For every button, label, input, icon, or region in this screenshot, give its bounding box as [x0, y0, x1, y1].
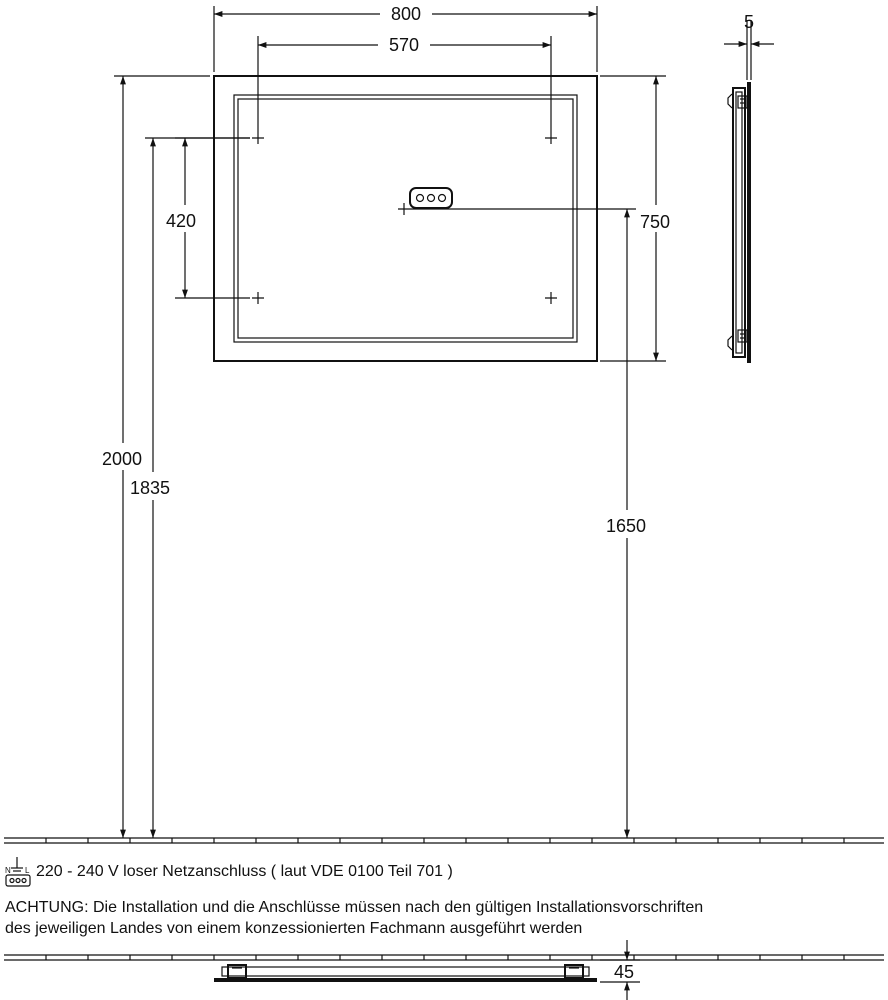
- dim-label-800: 800: [391, 4, 421, 24]
- warning-line-1: ACHTUNG: Die Installation und die Anschl…: [5, 899, 704, 916]
- dim-label-2000: 2000: [102, 449, 142, 469]
- dim-label-45: 45: [614, 962, 634, 982]
- warning-line-2: des jeweiligen Landes von einem konzessi…: [5, 920, 583, 937]
- dim-height-1835: 1835: [130, 137, 250, 838]
- dim-height-1650: 1650: [410, 208, 646, 838]
- connection-note: 220 - 240 V loser Netzanschluss ( laut V…: [36, 863, 453, 880]
- floor-line: [4, 837, 884, 844]
- dim-width-800: 800: [213, 4, 598, 72]
- svg-text:L: L: [25, 866, 30, 875]
- dim-label-570: 570: [389, 35, 419, 55]
- svg-text:N: N: [5, 866, 11, 875]
- mirror-front-view: [213, 75, 598, 362]
- dim-spacing-570: 570: [257, 35, 552, 132]
- wall-line: [4, 954, 884, 961]
- mirror-side-view: 5: [724, 12, 774, 363]
- dim-label-1835: 1835: [130, 478, 170, 498]
- power-connection-icon: N L: [5, 857, 31, 887]
- dim-label-750: 750: [640, 212, 670, 232]
- dim-label-5: 5: [744, 12, 754, 32]
- mirror-top-view: [214, 964, 597, 982]
- dim-height-2000: 2000: [102, 75, 210, 838]
- dim-height-750: 750: [600, 75, 670, 362]
- connection-box: [409, 187, 453, 209]
- dim-label-1650: 1650: [606, 516, 646, 536]
- mounting-hole-marks: [252, 132, 557, 304]
- dim-label-420: 420: [166, 211, 196, 231]
- dim-depth-45: 45: [600, 940, 640, 1000]
